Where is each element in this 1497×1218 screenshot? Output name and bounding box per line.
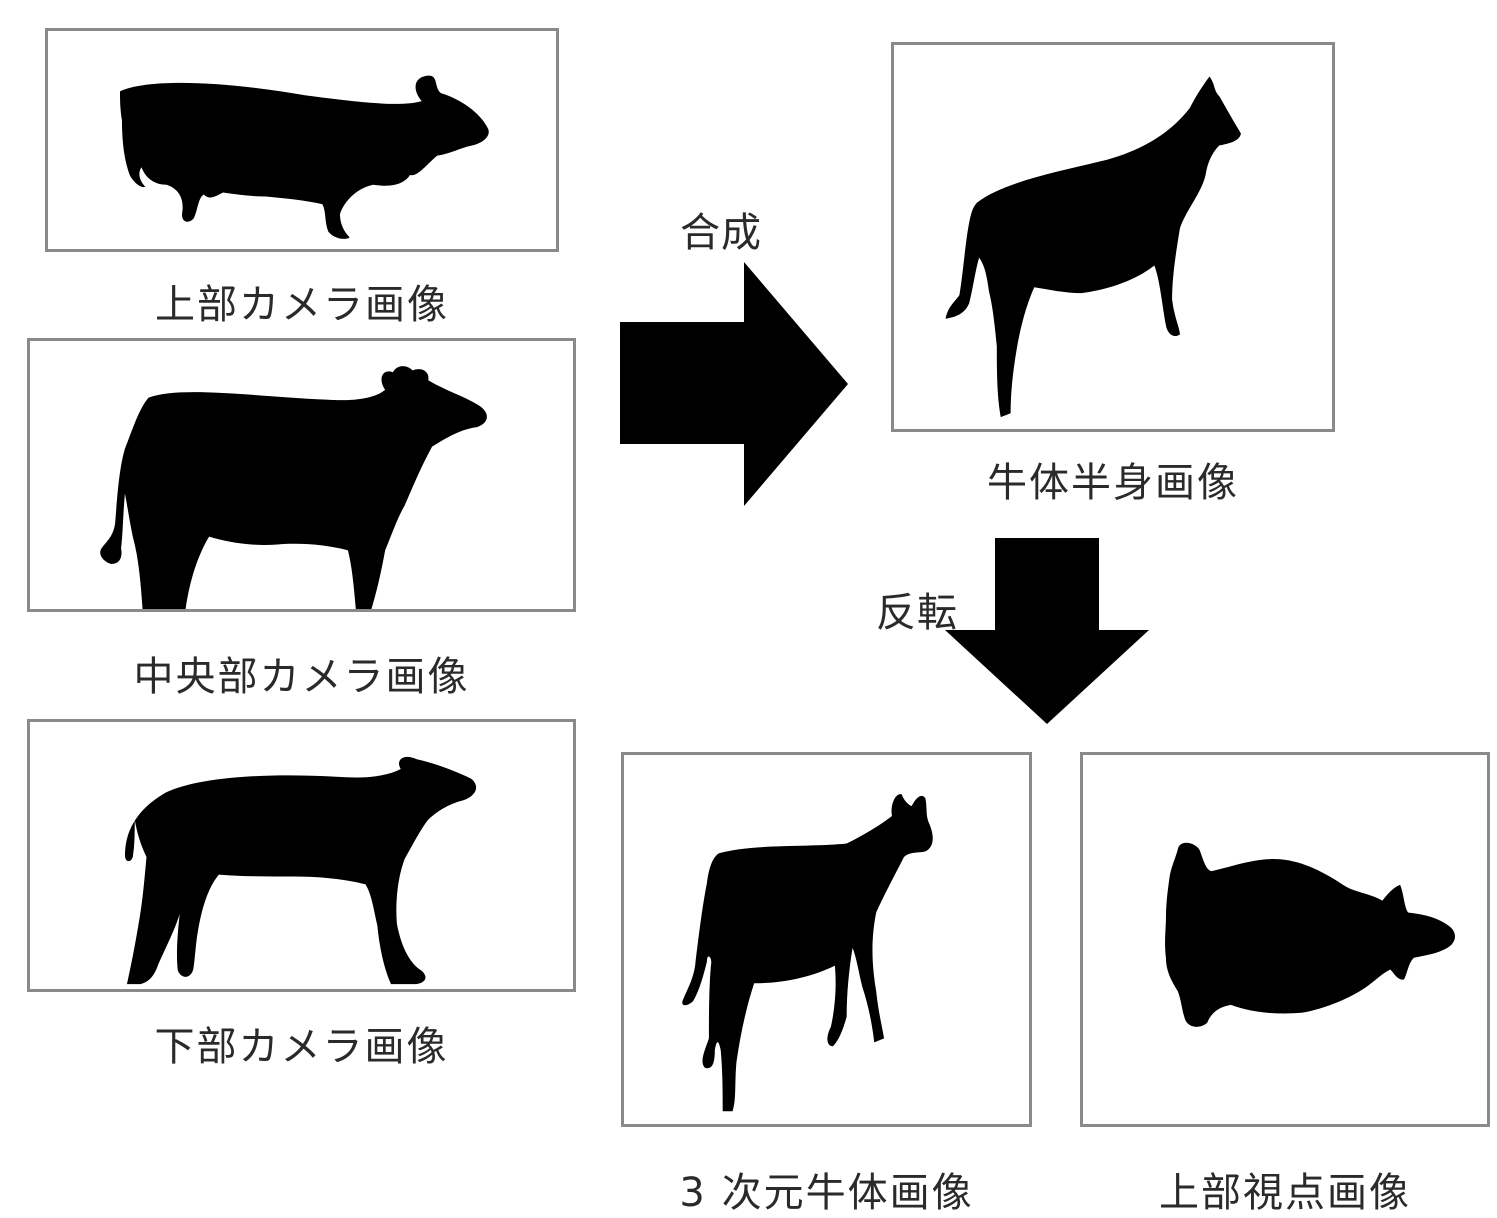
cow-silhouette-3d xyxy=(682,794,933,1112)
cow-silhouette-top-view xyxy=(1165,842,1456,1027)
cow-silhouette-bottom-camera xyxy=(124,756,477,985)
cow-silhouette-middle-camera xyxy=(100,366,487,609)
bottom-camera-image-panel xyxy=(27,719,576,992)
top-camera-image-panel xyxy=(45,28,559,252)
combine-label: 合成 xyxy=(680,210,762,256)
half-body-image-caption: 牛体半身画像 xyxy=(987,460,1239,506)
down-arrow-icon xyxy=(945,538,1149,724)
middle-camera-image-panel xyxy=(27,338,576,612)
middle-camera-image-caption: 中央部カメラ画像 xyxy=(133,654,470,700)
right-arrow-icon xyxy=(620,262,848,506)
three-d-cow-image-panel xyxy=(621,752,1032,1127)
half-body-image-panel xyxy=(891,42,1335,432)
three-d-cow-image-caption: 3 次元牛体画像 xyxy=(679,1170,974,1216)
cow-silhouette-half-body xyxy=(945,76,1241,418)
top-view-image-panel xyxy=(1080,752,1490,1127)
top-view-image-caption: 上部視点画像 xyxy=(1159,1170,1411,1216)
cow-silhouette-top-camera xyxy=(120,75,489,239)
top-camera-image-caption: 上部カメラ画像 xyxy=(155,282,449,328)
bottom-camera-image-caption: 下部カメラ画像 xyxy=(154,1024,449,1070)
flip-label: 反転 xyxy=(876,590,958,636)
